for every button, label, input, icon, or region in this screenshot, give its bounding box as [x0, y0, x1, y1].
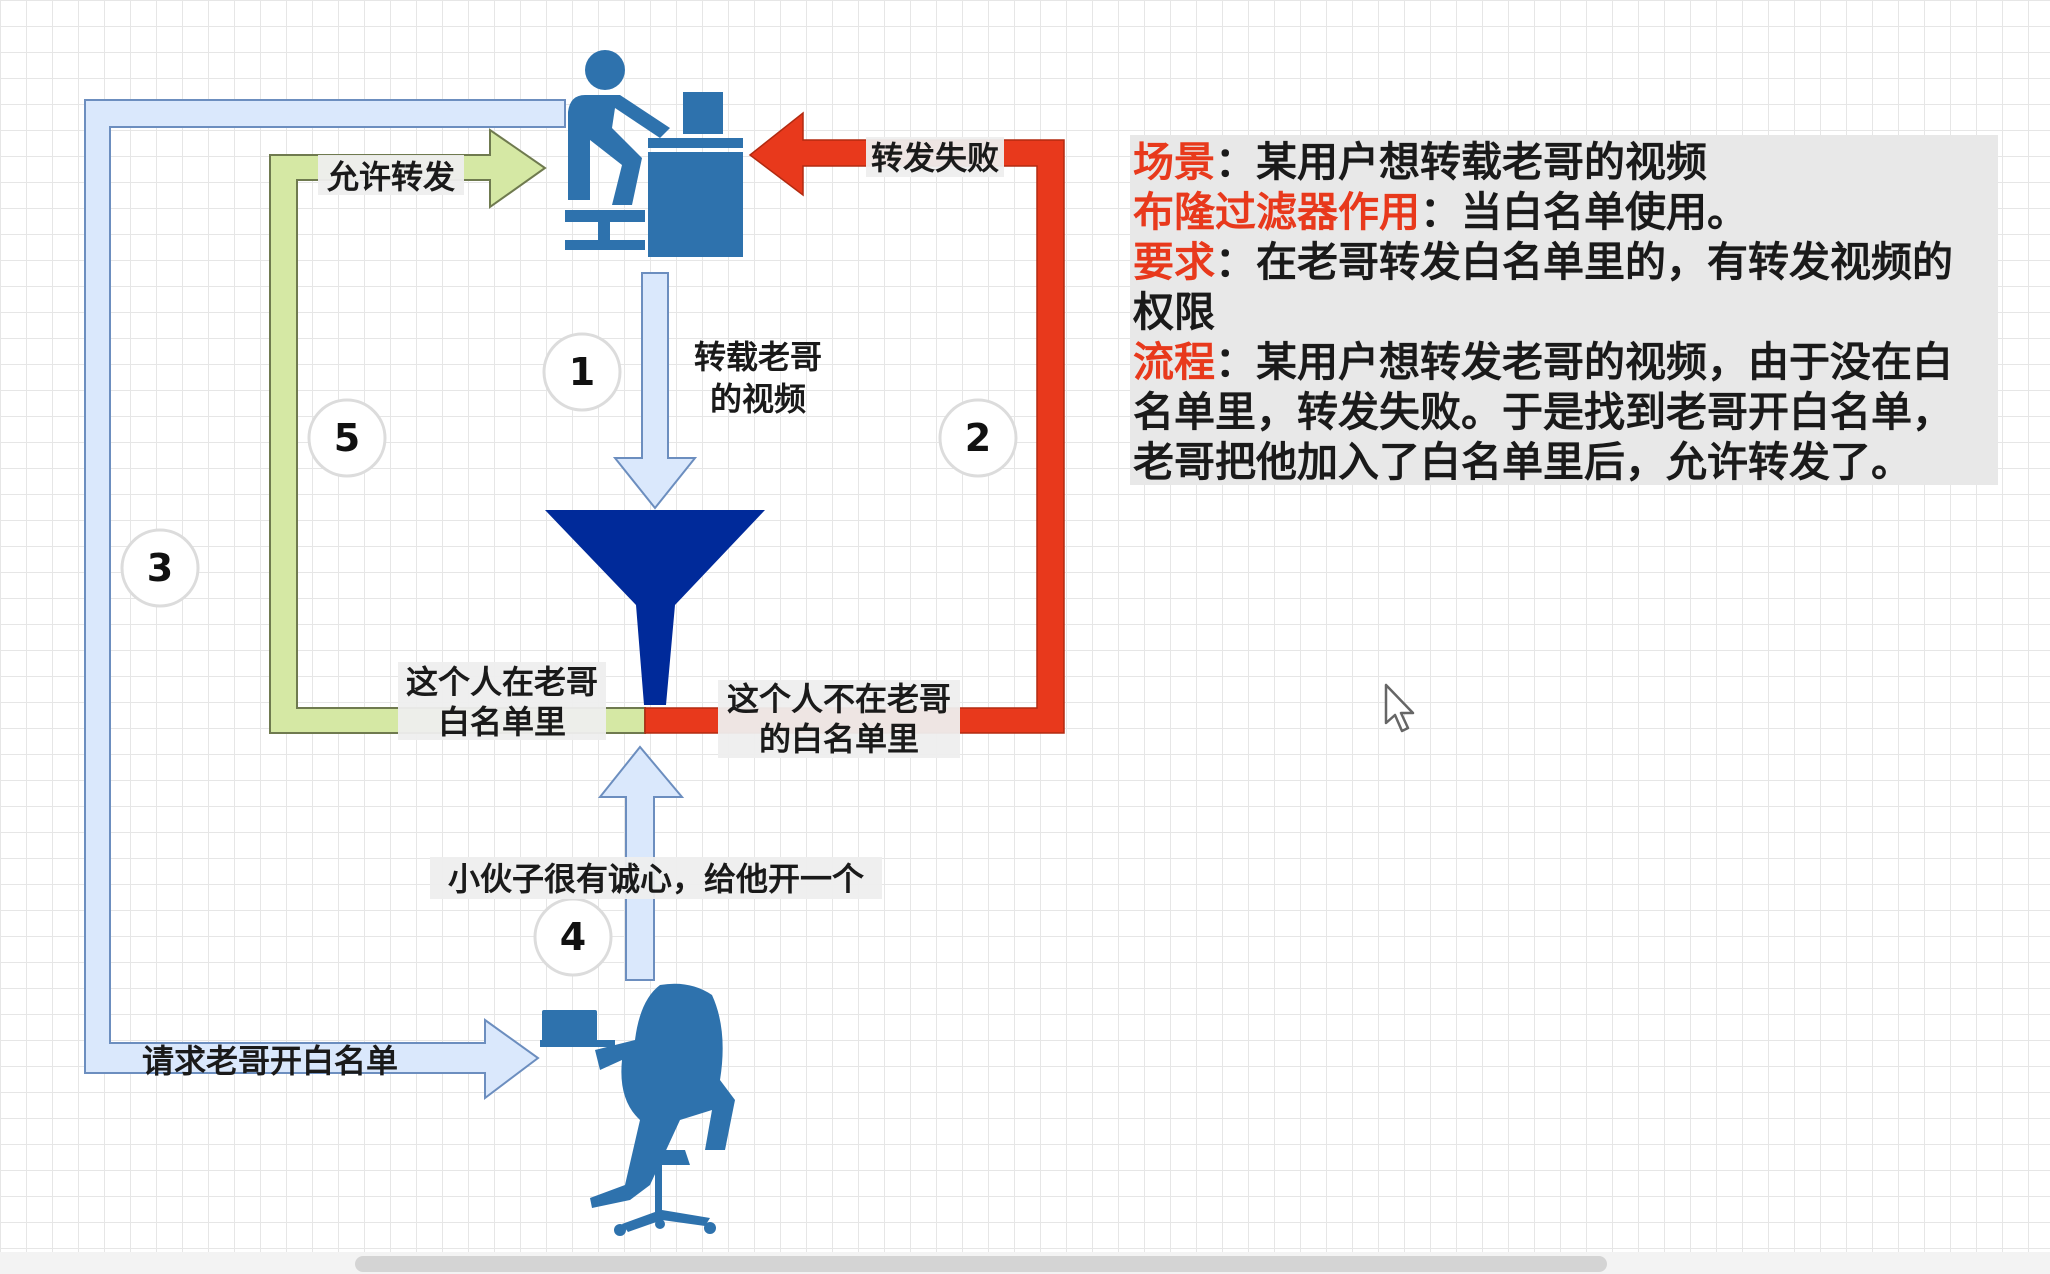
- desc-flow-line-2: 名单里，转发失败。于是找到老哥开白名单，: [1133, 387, 1953, 437]
- office-user-icon: [565, 50, 743, 257]
- desc-flow-line: 流程：某用户想转发老哥的视频，由于没在白: [1133, 337, 1953, 387]
- sincere-label: 小伙子很有诚心，给他开一个: [448, 860, 864, 898]
- horizontal-scrollbar-thumb[interactable]: [355, 1256, 1607, 1272]
- desc-bloom-line: 布隆过滤器作用：当白名单使用。: [1133, 187, 1748, 237]
- step-2-circle: 2: [938, 398, 1018, 478]
- in-whitelist-label-bg: [398, 662, 606, 740]
- allow-forward-label-bg: [318, 155, 464, 195]
- laptop-user-icon: [540, 983, 735, 1236]
- svg-text:1: 1: [569, 350, 595, 394]
- sincere-label-bg: [430, 857, 882, 899]
- step-3-circle: 3: [120, 528, 200, 608]
- repost-label-line2: 的视频: [710, 380, 806, 418]
- arrow-5-allow-forward: [269, 128, 646, 734]
- allow-forward-label: 允许转发: [326, 158, 455, 196]
- not-in-whitelist-label-line2: 的白名单里: [759, 720, 919, 758]
- desc-req-line: 要求：在老哥转发白名单里的，有转发视频的: [1133, 237, 1953, 287]
- in-whitelist-label-line1: 这个人在老哥: [406, 663, 598, 701]
- desc-flow-text-2: 名单里，转发失败。于是找到老哥开白名单，: [1133, 388, 1953, 436]
- step-5-circle: 5: [307, 398, 387, 478]
- request-whitelist-label: 请求老哥开白名单: [142, 1042, 398, 1080]
- forward-failed-label-bg: [866, 137, 1004, 177]
- desc-bloom-text: ：当白名单使用。: [1420, 188, 1748, 236]
- not-in-whitelist-label-bg: [718, 680, 960, 758]
- step-1-circle: 1: [542, 332, 622, 412]
- mouse-cursor-icon: [1384, 683, 1415, 733]
- desc-bloom-key: 布隆过滤器作用: [1133, 188, 1420, 236]
- arrow-1-repost: [612, 272, 698, 510]
- desc-flow-key: 流程: [1133, 338, 1215, 386]
- not-in-whitelist-label-line1: 这个人不在老哥: [727, 680, 951, 718]
- step-4-circle: 4: [533, 897, 613, 977]
- desc-scene-line: 场景：某用户想转载老哥的视频: [1133, 137, 1707, 187]
- svg-text:4: 4: [560, 915, 586, 959]
- in-whitelist-label-line2: 白名单里: [438, 703, 566, 741]
- desc-scene-text: ：某用户想转载老哥的视频: [1215, 138, 1707, 186]
- desc-req-text-1: ：在老哥转发白名单里的，有转发视频的: [1215, 238, 1953, 286]
- desc-req-line-2: 权限: [1133, 287, 1215, 337]
- svg-text:3: 3: [147, 546, 173, 590]
- desc-req-text-2: 权限: [1133, 288, 1215, 336]
- desc-scene-key: 场景: [1133, 138, 1215, 186]
- arrow-3-request-whitelist: [84, 99, 566, 1101]
- description-panel: [1130, 135, 1998, 485]
- funnel-icon: [545, 510, 765, 705]
- repost-label-line1: 转载老哥: [694, 338, 822, 376]
- desc-flow-text-1: ：某用户想转发老哥的视频，由于没在白: [1215, 338, 1953, 386]
- svg-text:5: 5: [334, 416, 360, 460]
- desc-flow-line-3: 老哥把他加入了白名单里后，允许转发了。: [1133, 437, 1912, 487]
- arrow-2-forward-failed: [644, 111, 1065, 734]
- forward-failed-label: 转发失败: [871, 139, 999, 177]
- svg-text:2: 2: [965, 416, 991, 460]
- desc-flow-text-3: 老哥把他加入了白名单里后，允许转发了。: [1133, 438, 1912, 486]
- desc-req-key: 要求: [1133, 238, 1215, 286]
